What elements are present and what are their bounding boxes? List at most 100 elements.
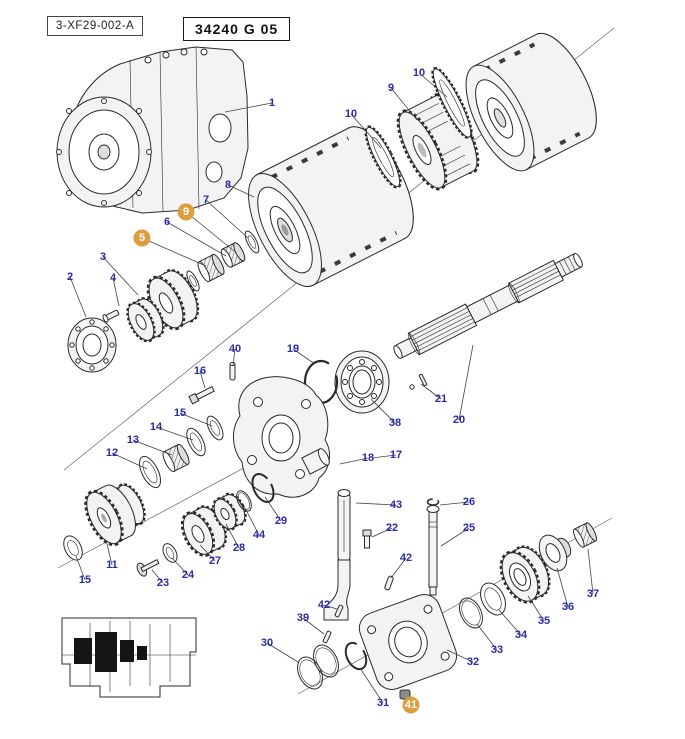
callout-number: 43: [390, 499, 402, 511]
callout-leader-line: [179, 412, 213, 427]
callout-leader-line: [420, 383, 442, 400]
callout-leader-line: [171, 557, 189, 576]
part-clutch-drum-front: [248, 126, 414, 287]
callout-leader-line: [105, 539, 113, 566]
callout-1[interactable]: 1: [224, 97, 275, 113]
callout-number: 41: [405, 699, 417, 711]
callout-23[interactable]: 23: [151, 569, 169, 589]
callout-number: 13: [127, 434, 139, 446]
callout-42[interactable]: 42: [390, 552, 412, 579]
callout-number: 29: [275, 515, 287, 527]
part-clutch-plate-lower: [364, 125, 402, 189]
callout-44[interactable]: 44: [244, 507, 266, 541]
callout-4[interactable]: 4: [110, 272, 120, 307]
callout-30[interactable]: 30: [261, 637, 299, 663]
callout-7[interactable]: 7: [203, 194, 249, 239]
callout-leader-line: [111, 452, 148, 470]
callout-15[interactable]: 15: [174, 407, 213, 427]
part-double-gear-11: [84, 483, 146, 547]
callout-6[interactable]: 6: [164, 216, 227, 257]
part-ring-44: [236, 490, 252, 512]
callout-5[interactable]: 5: [133, 229, 207, 267]
callout-18[interactable]: 18: [339, 452, 374, 465]
callout-leader-line: [166, 221, 227, 257]
callout-leader-line: [527, 595, 545, 622]
callout-29[interactable]: 29: [264, 496, 287, 527]
part-needle-bearing-13: [162, 443, 190, 473]
callout-number: 34: [515, 629, 528, 641]
callout-17[interactable]: 17: [371, 449, 402, 461]
callout-leader-line: [266, 642, 299, 663]
callout-21[interactable]: 21: [420, 383, 447, 405]
part-support-bracket-43: [323, 489, 351, 621]
part-gearbox-housing: [56, 46, 249, 214]
callout-8[interactable]: 8: [225, 179, 255, 198]
callout-24[interactable]: 24: [171, 557, 195, 581]
callout-27[interactable]: 27: [199, 544, 221, 567]
callout-leader-line: [350, 113, 382, 149]
callout-number: 21: [435, 393, 447, 405]
callout-9[interactable]: 9: [388, 82, 418, 121]
callout-leader-line: [476, 623, 498, 651]
callout-number: 36: [562, 601, 574, 613]
callout-leader-line: [292, 348, 316, 365]
callout-leader-line: [199, 370, 206, 389]
callout-number: 31: [377, 697, 389, 709]
callout-16[interactable]: 16: [194, 365, 206, 389]
callout-38[interactable]: 38: [370, 398, 401, 429]
part-ring-33: [459, 597, 483, 629]
callout-leader-line: [232, 348, 236, 367]
callout-15[interactable]: 15: [75, 555, 91, 586]
part-pin-42b: [334, 604, 344, 618]
callout-39[interactable]: 39: [297, 612, 325, 635]
callout-37[interactable]: 37: [587, 548, 599, 600]
callout-10[interactable]: 10: [345, 108, 382, 149]
callout-number: 7: [203, 194, 209, 206]
callout-number: 6: [164, 216, 170, 228]
part-needle-bearing-37: [572, 522, 598, 548]
callout-leader-line: [199, 544, 216, 562]
callout-22[interactable]: 22: [371, 522, 398, 538]
callout-10[interactable]: 10: [413, 67, 448, 98]
callout-13[interactable]: 13: [127, 434, 173, 456]
callout-12[interactable]: 12: [106, 447, 148, 470]
callout-41[interactable]: 41: [402, 696, 420, 714]
callout-number: 19: [287, 343, 299, 355]
callout-42[interactable]: 42: [318, 599, 338, 611]
callout-leader-line: [370, 398, 396, 424]
callout-number: 10: [345, 108, 357, 120]
callout-number: 42: [400, 552, 412, 564]
callout-31[interactable]: 31: [359, 667, 389, 709]
part-ring-12: [138, 455, 162, 489]
callout-28[interactable]: 28: [225, 523, 245, 554]
part-hub-36: [538, 534, 572, 572]
part-washer-24: [162, 543, 178, 563]
callout-leader-line: [323, 604, 338, 610]
callout-number: 16: [194, 365, 206, 377]
callout-9[interactable]: 9: [177, 203, 235, 252]
callout-number: 2: [67, 271, 73, 283]
callout-26[interactable]: 26: [439, 496, 475, 508]
callout-3[interactable]: 3: [100, 251, 139, 296]
callout-number: 17: [390, 449, 402, 461]
callout-leader-line: [69, 276, 87, 318]
callout-14[interactable]: 14: [150, 421, 194, 441]
callout-25[interactable]: 25: [440, 522, 475, 547]
callout-35[interactable]: 35: [527, 595, 550, 627]
callout-2[interactable]: 2: [67, 271, 87, 318]
callout-number: 10: [413, 67, 425, 79]
callout-32[interactable]: 32: [446, 649, 479, 668]
part-clutch-plate-upper: [431, 66, 473, 140]
callout-19[interactable]: 19: [287, 343, 316, 365]
callout-leader-line: [225, 523, 240, 549]
callout-43[interactable]: 43: [355, 499, 402, 511]
callout-36[interactable]: 36: [556, 567, 574, 613]
callout-40[interactable]: 40: [229, 343, 241, 367]
callout-11[interactable]: 11: [105, 539, 118, 571]
callout-33[interactable]: 33: [476, 623, 503, 656]
callout-20[interactable]: 20: [453, 344, 474, 426]
part-thrust-washer-7: [244, 230, 260, 254]
callout-34[interactable]: 34: [498, 609, 528, 641]
